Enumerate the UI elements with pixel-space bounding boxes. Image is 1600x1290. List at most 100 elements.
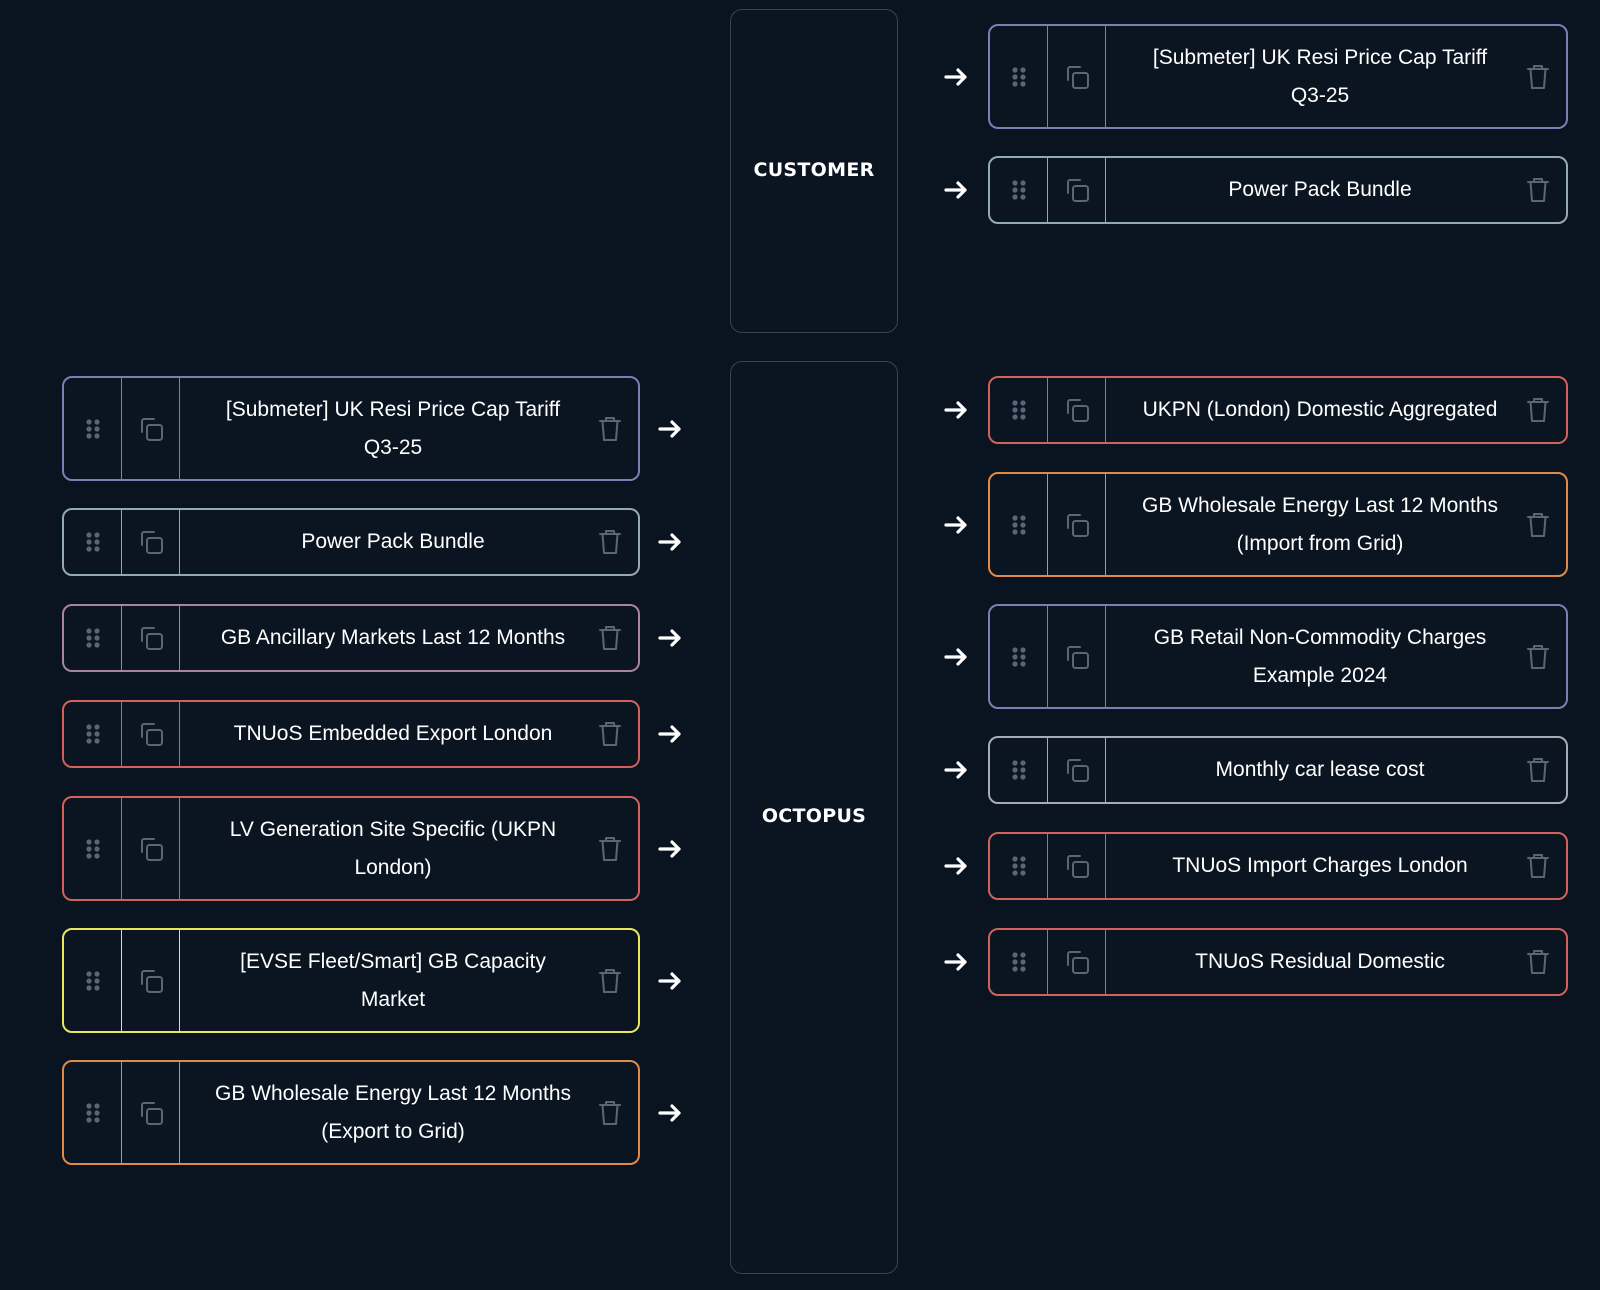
entity-box-octopus: OCTOPUS [730, 361, 898, 1274]
trash-icon[interactable] [1524, 175, 1552, 205]
copy-icon[interactable] [1048, 738, 1106, 802]
trash-icon[interactable] [596, 834, 624, 864]
tariff-card-title: GB Wholesale Energy Last 12 Months (Expo… [214, 1081, 571, 1143]
arrow-right-icon [943, 951, 971, 973]
arrow-right-icon [657, 627, 685, 649]
tariff-card[interactable]: GB Wholesale Energy Last 12 Months (Impo… [988, 472, 1568, 577]
drag-handle-icon[interactable] [64, 606, 122, 670]
arrow-right-icon [943, 399, 971, 421]
copy-icon[interactable] [122, 510, 180, 574]
copy-icon[interactable] [122, 606, 180, 670]
tariff-card-body: Monthly car lease cost [1106, 738, 1566, 802]
trash-icon[interactable] [596, 1098, 624, 1128]
tariff-card-body: GB Wholesale Energy Last 12 Months (Expo… [180, 1062, 638, 1163]
tariff-card-title: Power Pack Bundle [301, 530, 485, 553]
copy-icon[interactable] [1048, 606, 1106, 707]
arrow-right-icon [657, 1102, 685, 1124]
tariff-card-title: TNUoS Embedded Export London [233, 722, 553, 745]
arrow-right-icon [943, 759, 971, 781]
tariff-card-body: Power Pack Bundle [1106, 158, 1566, 222]
entity-box-customer: CUSTOMER [730, 9, 898, 333]
tariff-card-title: GB Wholesale Energy Last 12 Months (Impo… [1141, 493, 1498, 555]
arrow-right-icon [657, 723, 685, 745]
tariff-card[interactable]: Power Pack Bundle [62, 508, 640, 576]
arrow-right-icon [657, 970, 685, 992]
tariff-card[interactable]: TNUoS Embedded Export London [62, 700, 640, 768]
tariff-card-title: [Submeter] UK Resi Price Cap Tariff Q3-2… [1152, 45, 1488, 107]
drag-handle-icon[interactable] [990, 26, 1048, 127]
tariff-card-body: TNUoS Embedded Export London [180, 702, 638, 766]
trash-icon[interactable] [596, 719, 624, 749]
drag-handle-icon[interactable] [64, 510, 122, 574]
tariff-card-title: GB Retail Non-Commodity Charges Example … [1153, 625, 1487, 687]
trash-icon[interactable] [596, 623, 624, 653]
tariff-card[interactable]: GB Wholesale Energy Last 12 Months (Expo… [62, 1060, 640, 1165]
drag-handle-icon[interactable] [64, 798, 122, 899]
drag-handle-icon[interactable] [990, 474, 1048, 575]
tariff-card-body: TNUoS Import Charges London [1106, 834, 1566, 898]
arrow-right-icon [943, 855, 971, 877]
tariff-card[interactable]: GB Ancillary Markets Last 12 Months [62, 604, 640, 672]
tariff-card[interactable]: [Submeter] UK Resi Price Cap Tariff Q3-2… [988, 24, 1568, 129]
trash-icon[interactable] [1524, 947, 1552, 977]
tariff-card-body: Power Pack Bundle [180, 510, 638, 574]
tariff-card-body: [Submeter] UK Resi Price Cap Tariff Q3-2… [180, 378, 638, 479]
trash-icon[interactable] [1524, 62, 1552, 92]
drag-handle-icon[interactable] [990, 834, 1048, 898]
tariff-card[interactable]: LV Generation Site Specific (UKPN London… [62, 796, 640, 901]
tariff-card[interactable]: TNUoS Residual Domestic [988, 928, 1568, 996]
drag-handle-icon[interactable] [990, 158, 1048, 222]
tariff-card-title: UKPN (London) Domestic Aggregated [1142, 398, 1498, 421]
copy-icon[interactable] [122, 798, 180, 899]
arrow-right-icon [657, 838, 685, 860]
copy-icon[interactable] [122, 1062, 180, 1163]
tariff-card-body: LV Generation Site Specific (UKPN London… [180, 798, 638, 899]
drag-handle-icon[interactable] [990, 738, 1048, 802]
entity-label-octopus: OCTOPUS [761, 805, 867, 827]
tariff-card[interactable]: TNUoS Import Charges London [988, 832, 1568, 900]
drag-handle-icon[interactable] [64, 1062, 122, 1163]
tariff-card-body: TNUoS Residual Domestic [1106, 930, 1566, 994]
trash-icon[interactable] [596, 966, 624, 996]
tariff-card-title: GB Ancillary Markets Last 12 Months [220, 626, 566, 649]
trash-icon[interactable] [1524, 755, 1552, 785]
trash-icon[interactable] [596, 527, 624, 557]
trash-icon[interactable] [596, 414, 624, 444]
copy-icon[interactable] [1048, 158, 1106, 222]
tariff-card-body: [Submeter] UK Resi Price Cap Tariff Q3-2… [1106, 26, 1566, 127]
trash-icon[interactable] [1524, 510, 1552, 540]
tariff-card-title: TNUoS Import Charges London [1172, 854, 1468, 877]
tariff-card-title: TNUoS Residual Domestic [1195, 950, 1445, 973]
tariff-card-body: UKPN (London) Domestic Aggregated [1106, 378, 1566, 442]
tariff-card[interactable]: UKPN (London) Domestic Aggregated [988, 376, 1568, 444]
drag-handle-icon[interactable] [64, 378, 122, 479]
copy-icon[interactable] [1048, 26, 1106, 127]
copy-icon[interactable] [1048, 378, 1106, 442]
tariff-card-body: GB Ancillary Markets Last 12 Months [180, 606, 638, 670]
arrow-right-icon [657, 531, 685, 553]
tariff-card[interactable]: [EVSE Fleet/Smart] GB Capacity Market [62, 928, 640, 1033]
arrow-right-icon [943, 179, 971, 201]
tariff-card-title: [EVSE Fleet/Smart] GB Capacity Market [240, 949, 546, 1011]
drag-handle-icon[interactable] [990, 378, 1048, 442]
copy-icon[interactable] [1048, 930, 1106, 994]
tariff-card-title: [Submeter] UK Resi Price Cap Tariff Q3-2… [225, 397, 561, 459]
copy-icon[interactable] [122, 378, 180, 479]
tariff-card[interactable]: GB Retail Non-Commodity Charges Example … [988, 604, 1568, 709]
drag-handle-icon[interactable] [64, 930, 122, 1031]
tariff-card[interactable]: Monthly car lease cost [988, 736, 1568, 804]
copy-icon[interactable] [1048, 474, 1106, 575]
drag-handle-icon[interactable] [990, 606, 1048, 707]
tariff-card[interactable]: [Submeter] UK Resi Price Cap Tariff Q3-2… [62, 376, 640, 481]
trash-icon[interactable] [1524, 642, 1552, 672]
drag-handle-icon[interactable] [990, 930, 1048, 994]
copy-icon[interactable] [1048, 834, 1106, 898]
copy-icon[interactable] [122, 930, 180, 1031]
tariff-card-body: GB Retail Non-Commodity Charges Example … [1106, 606, 1566, 707]
trash-icon[interactable] [1524, 395, 1552, 425]
tariff-card[interactable]: Power Pack Bundle [988, 156, 1568, 224]
copy-icon[interactable] [122, 702, 180, 766]
trash-icon[interactable] [1524, 851, 1552, 881]
drag-handle-icon[interactable] [64, 702, 122, 766]
